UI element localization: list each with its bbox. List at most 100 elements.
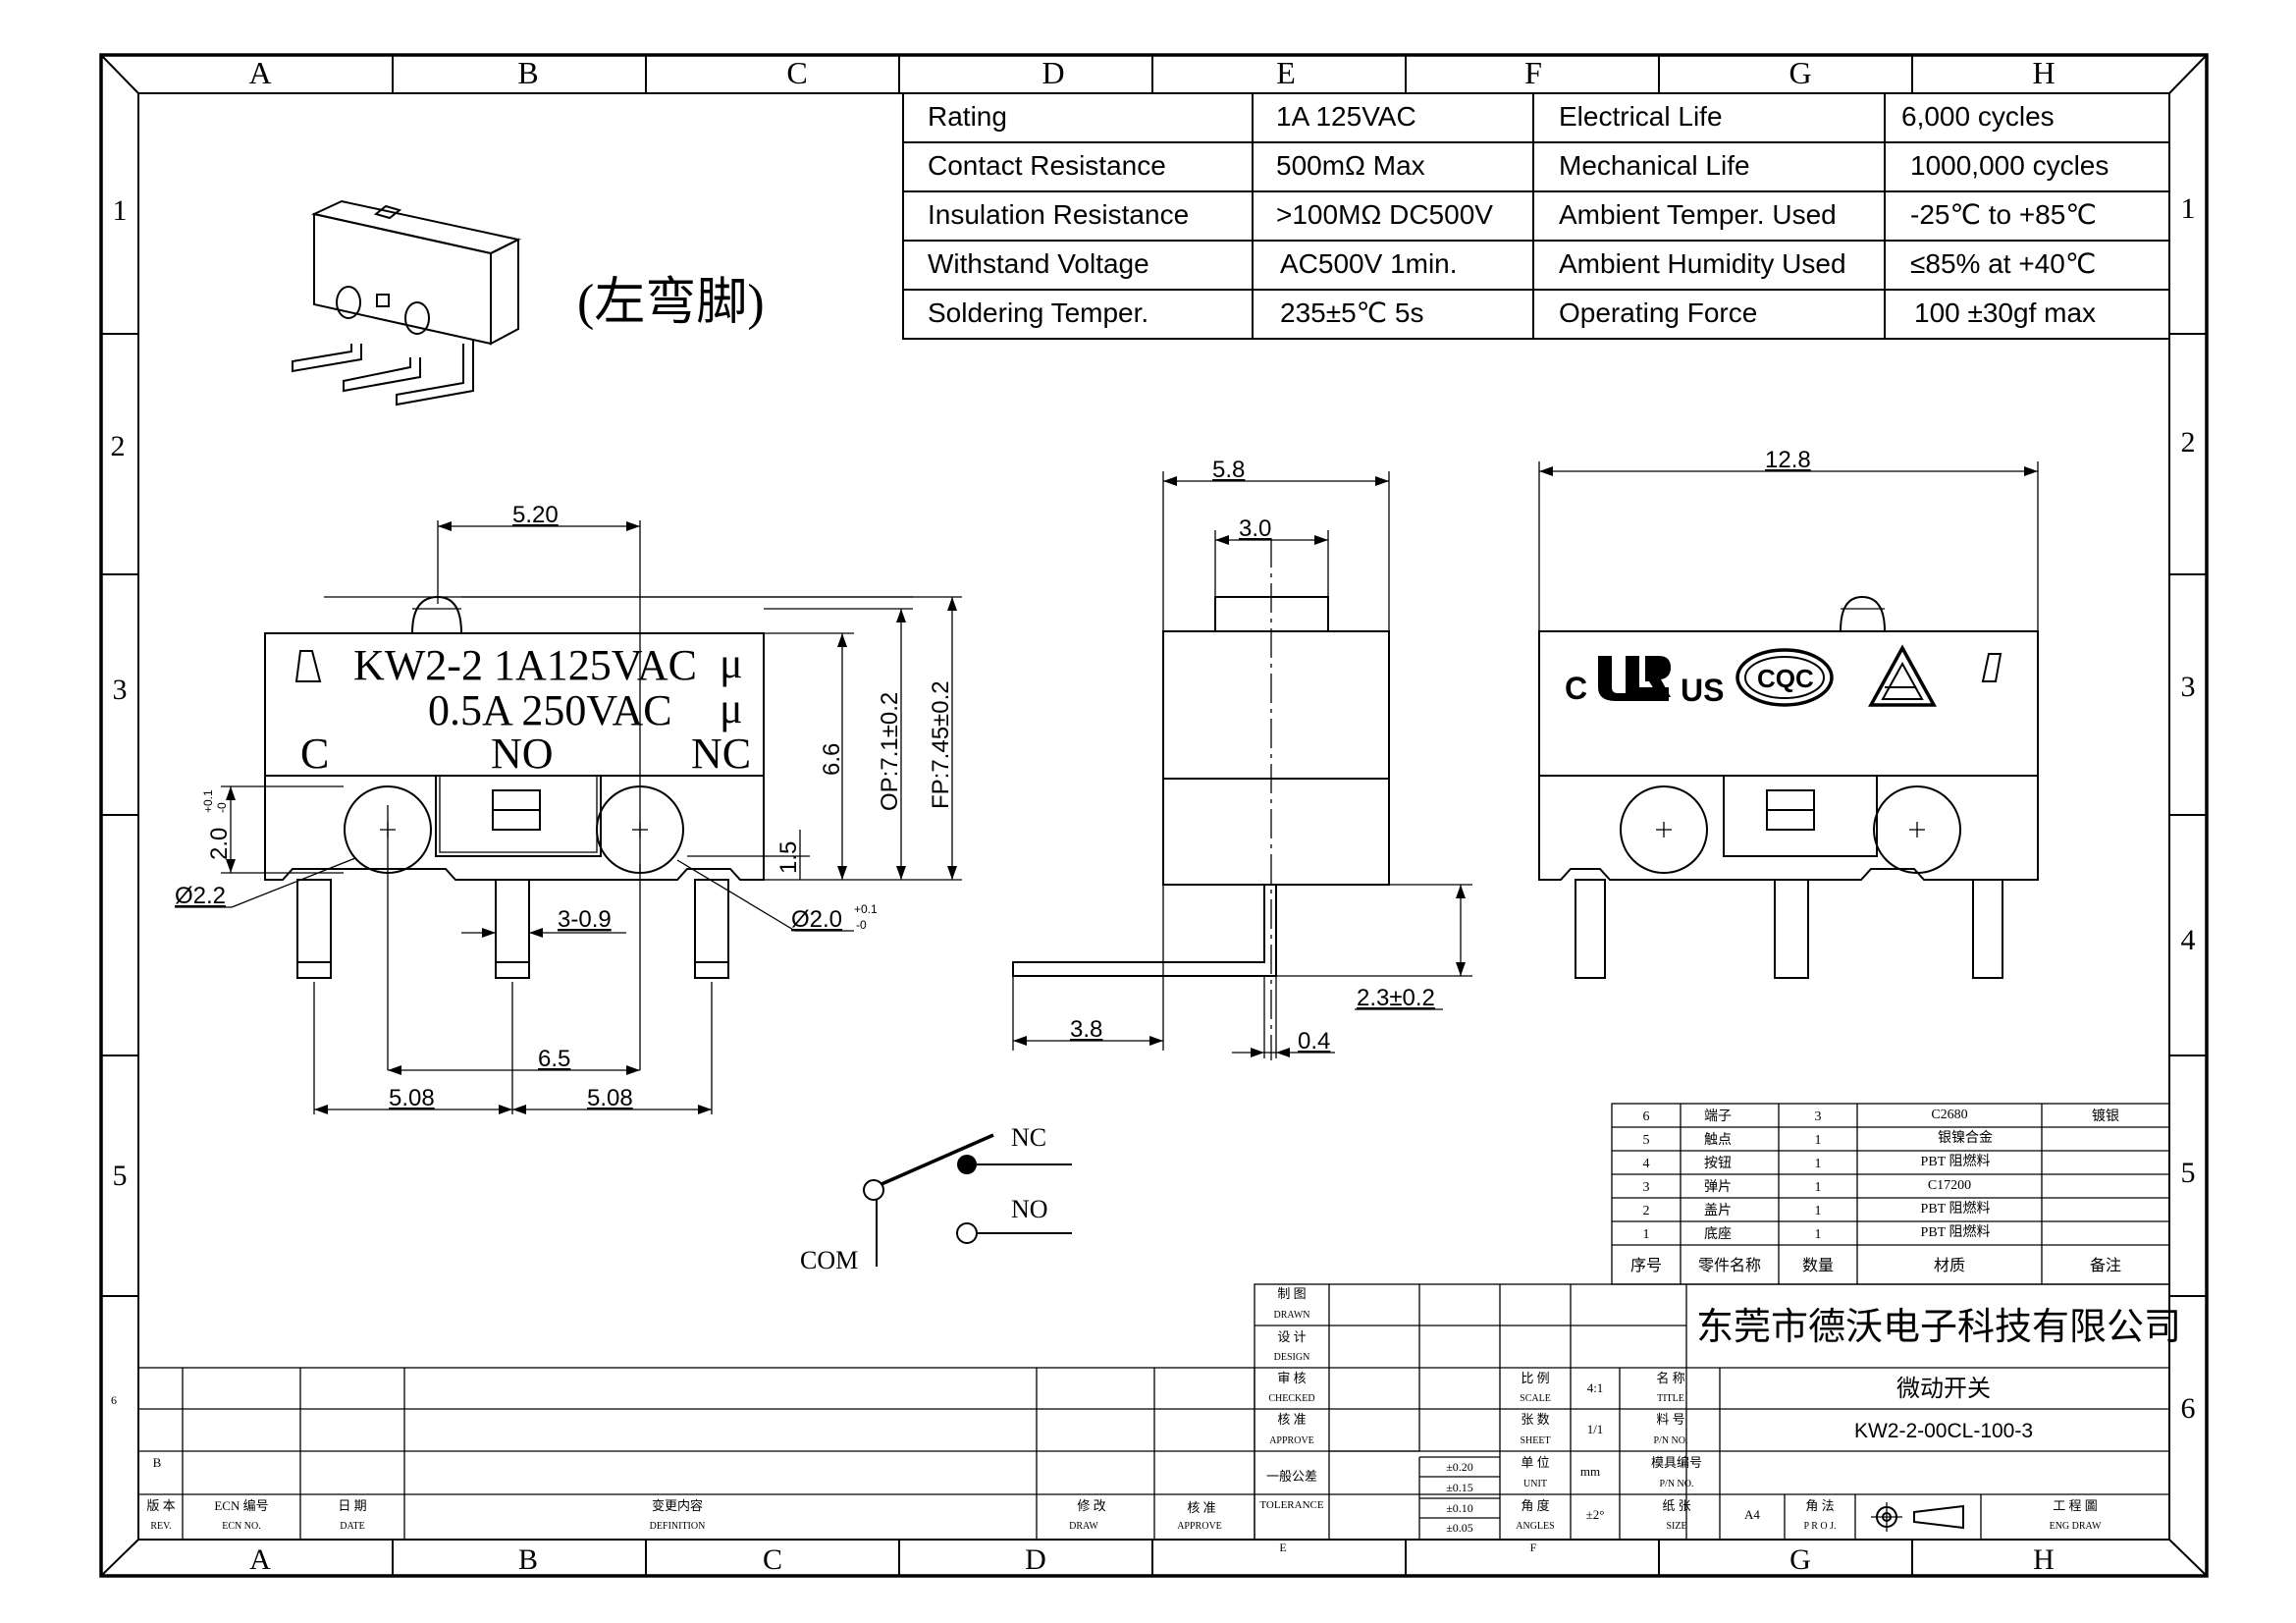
spec-cell-0-1: 1A 125VAC: [1276, 101, 1416, 132]
tb-proj-cn: 角 法: [1805, 1498, 1834, 1513]
rear-mark-us: US: [1681, 673, 1724, 708]
dim-pitch-65: 6.5: [538, 1046, 570, 1072]
rear-mark-cqc: CQC: [1757, 664, 1814, 693]
spec-cell-3-1: AC500V 1min.: [1280, 248, 1458, 279]
bom-header-note: 备注: [2090, 1257, 2121, 1274]
rev-appr-cn: 核 准: [1187, 1500, 1215, 1515]
bom-r0-c2: 3: [1815, 1109, 1822, 1124]
schematic-nc: NC: [1011, 1123, 1046, 1152]
bom-r0-c0: 6: [1643, 1109, 1650, 1124]
ur-certification-logo: [1598, 656, 1671, 701]
rev-rev-cn: 版 本: [146, 1498, 175, 1513]
side-dim-lead-len: 3.8: [1070, 1016, 1102, 1043]
tb-proj-en: P R O J.: [1804, 1521, 1837, 1532]
schematic-com: COM: [800, 1246, 858, 1274]
spec-cell-3-2: Ambient Humidity Used: [1559, 248, 1846, 279]
tb-angle-value: ±2°: [1586, 1507, 1605, 1522]
spec-cell-0-3: 6,000 cycles: [1901, 101, 2055, 132]
tb-pn-en: P/N NO.: [1653, 1435, 1687, 1446]
tb-approve-en: APPROVE: [1269, 1435, 1314, 1446]
front-view: [175, 520, 962, 1114]
spec-cell-3-0: Withstand Voltage: [928, 248, 1149, 279]
bom-r4-c1: 盖片: [1704, 1203, 1732, 1218]
revision-block-grid: [137, 1367, 1255, 1541]
row-label-1-right: 1: [2181, 192, 2196, 225]
bottom-col-label-h: H: [2033, 1543, 2055, 1576]
col-label-c: C: [786, 55, 807, 90]
bom-r3-c2: 1: [1815, 1180, 1822, 1195]
tb-tolerance-en: TOLERANCE: [1259, 1499, 1323, 1511]
bom-r5-c1: 底座: [1704, 1226, 1732, 1242]
bom-header-qty: 数量: [1802, 1257, 1834, 1274]
dim-pin-width: 3-0.9: [558, 906, 612, 933]
tb-title-value: 微动开关: [1896, 1376, 1991, 1402]
col-label-f: F: [1524, 55, 1542, 90]
front-marking-micro-2: μ: [720, 684, 743, 732]
dim-hole-height: 2.0: [206, 828, 233, 860]
spec-table: [902, 92, 2170, 340]
row-label-2-left: 2: [111, 430, 126, 462]
product-isometric-sketch: [292, 199, 521, 406]
tb-design-cn: 设 计: [1277, 1329, 1306, 1344]
dim-dia20-tol-plus: +0.1: [854, 902, 878, 916]
bom-r3-c3: C17200: [1928, 1178, 1971, 1193]
spec-cell-3-3: ≤85% at +40℃: [1910, 248, 2096, 279]
spec-cell-1-2: Mechanical Life: [1559, 150, 1750, 181]
bom-header-no: 序号: [1630, 1257, 1662, 1274]
tb-drawn-en: DRAWN: [1274, 1310, 1310, 1321]
dim-dia20: Ø2.0: [791, 906, 842, 933]
bom-r1-c3: 银镍合金: [1938, 1130, 1993, 1146]
company-name: 东莞市德沃电子科技有限公司: [1696, 1307, 2181, 1348]
bottom-col-label-d: D: [1025, 1543, 1046, 1576]
rev-draw-cn: 修 改: [1077, 1498, 1105, 1513]
tb-mold-cn: 模具编号: [1651, 1455, 1702, 1470]
rev-date-cn: 日 期: [338, 1498, 366, 1513]
spec-cell-4-3: 100 ±30gf max: [1914, 298, 2096, 328]
col-label-h: H: [2032, 55, 2055, 90]
dim-pitch-508a: 5.08: [389, 1085, 435, 1111]
tb-angles-cn: 角 度: [1521, 1498, 1549, 1513]
tb-size-value: A4: [1744, 1507, 1760, 1522]
dim-dia20-tol-minus: -0: [856, 918, 867, 932]
bottom-col-label-g: G: [1789, 1543, 1811, 1576]
tb-design-en: DESIGN: [1274, 1352, 1310, 1363]
bom-r0-c1: 端子: [1704, 1109, 1732, 1124]
spec-cell-2-0: Insulation Resistance: [928, 199, 1189, 230]
bom-r2-c2: 1: [1815, 1157, 1822, 1171]
tb-tol-2: ±0.15: [1446, 1481, 1473, 1494]
bom-r4-c2: 1: [1815, 1204, 1822, 1218]
front-marking-line2: 0.5A 250VAC: [428, 686, 672, 734]
tb-eng-cn: 工 程 圖: [2053, 1498, 2098, 1513]
dim-hole-tol-minus: -0: [215, 802, 229, 813]
side-dim-actuator: 3.0: [1239, 515, 1271, 542]
row-label-6-right: 6: [2181, 1392, 2196, 1425]
bom-r2-c1: 按钮: [1704, 1156, 1732, 1171]
cqc-logo: [1735, 648, 1834, 707]
row-label-3-left: 3: [113, 674, 128, 706]
tb-unit-value: mm: [1580, 1464, 1600, 1479]
tb-approve-cn: 核 准: [1277, 1412, 1306, 1427]
tb-mold-en: P/N NO.: [1659, 1479, 1693, 1489]
row-label-4-right: 4: [2181, 924, 2196, 956]
bom-r2-c0: 4: [1643, 1157, 1650, 1171]
col-label-b: B: [517, 55, 538, 90]
tb-sheet-value: 1/1: [1587, 1422, 1604, 1436]
bom-r0-c3: C2680: [1931, 1108, 1967, 1122]
bom-r4-c0: 2: [1643, 1204, 1650, 1218]
bottom-col-label-f: F: [1530, 1541, 1537, 1554]
tb-title-cn: 名 称: [1656, 1371, 1684, 1385]
spec-cell-0-0: Rating: [928, 101, 1007, 132]
tb-sheet-cn: 张 数: [1521, 1412, 1549, 1427]
row-label-1-left: 1: [113, 194, 128, 227]
tb-scale-en: SCALE: [1520, 1393, 1551, 1404]
side-dim-lead-h: 2.3±0.2: [1357, 985, 1435, 1011]
dim-pitch-508b: 5.08: [587, 1085, 633, 1111]
tb-tol-4: ±0.05: [1446, 1521, 1473, 1535]
front-marking-micro-1: μ: [720, 639, 743, 687]
dim-height-66: 6.6: [819, 743, 845, 776]
tb-size-cn: 纸 张: [1662, 1498, 1690, 1513]
spec-cell-2-2: Ambient Temper. Used: [1559, 199, 1837, 230]
dim-top-width: 5.20: [512, 502, 559, 528]
tb-unit-cn: 单 位: [1521, 1455, 1549, 1470]
